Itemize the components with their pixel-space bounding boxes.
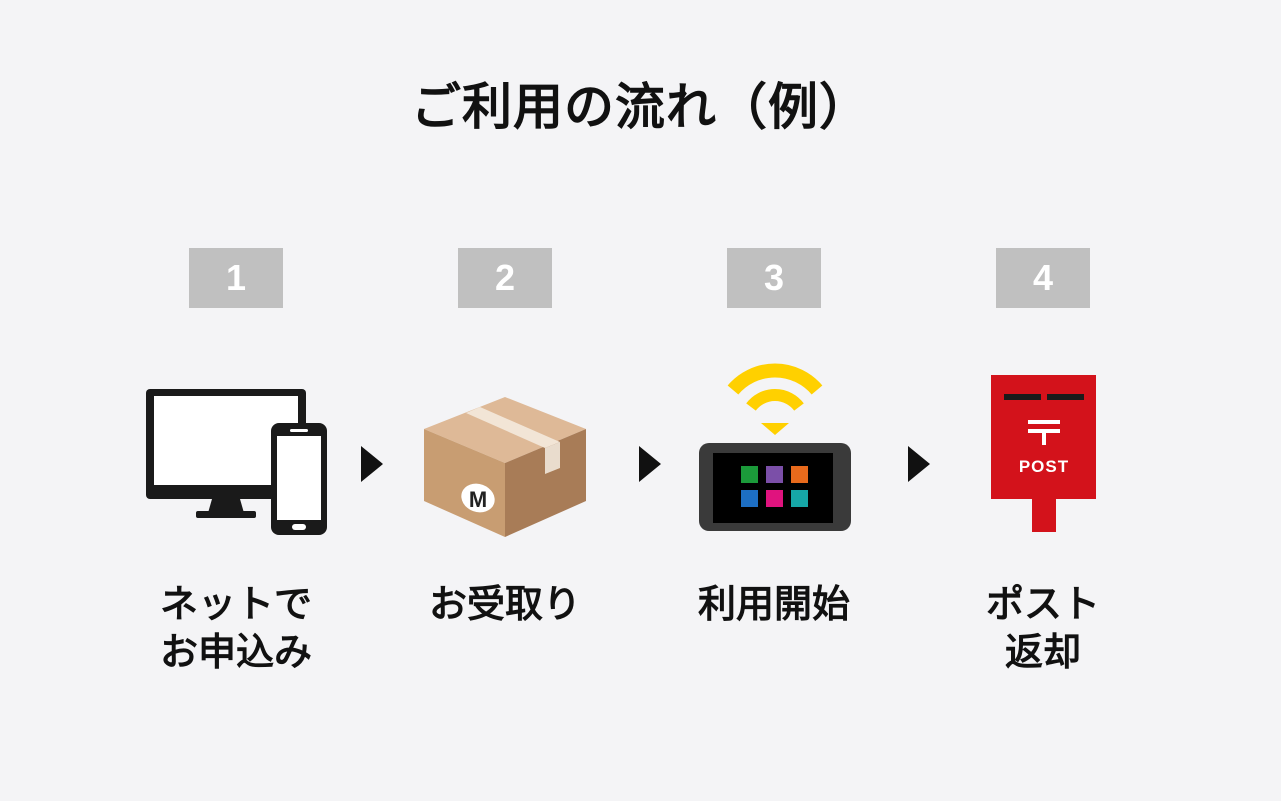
step-label-1-line-2: お申込み (159, 630, 312, 674)
flow-arrow-1 (361, 446, 383, 482)
step-label-4-line-1: ポスト (985, 582, 1100, 626)
step-label-2: お受取り (380, 580, 630, 628)
step-number-badge-1: 1 (189, 248, 283, 308)
step-label-4-line-2: 返却 (1004, 630, 1081, 674)
flow-arrow-2 (639, 446, 661, 482)
step-label-3: 利用開始 (649, 580, 899, 628)
step-number-badge-3: 3 (727, 248, 821, 308)
mailbox-icon: POST (991, 375, 1096, 532)
step-label-1: ネットで お申込み (111, 580, 361, 676)
step-label-4: ポスト 返却 (918, 580, 1168, 676)
package-box-icon: M (424, 397, 586, 537)
computer-and-phone-icon (146, 389, 327, 535)
flow-arrow-3 (908, 446, 930, 482)
page-title: ご利用の流れ（例） (411, 78, 870, 136)
mailbox-post-text: POST (1019, 457, 1069, 476)
step-label-1-line-1: ネットで (159, 582, 312, 626)
step-number-badge-2: 2 (458, 248, 552, 308)
step-label-3-line-1: 利用開始 (697, 582, 850, 626)
step-number-badge-4: 4 (996, 248, 1090, 308)
step-label-2-line-1: お受取り (428, 582, 581, 626)
pocket-wifi-router-icon (699, 363, 851, 531)
box-mark-text: M (469, 487, 487, 512)
